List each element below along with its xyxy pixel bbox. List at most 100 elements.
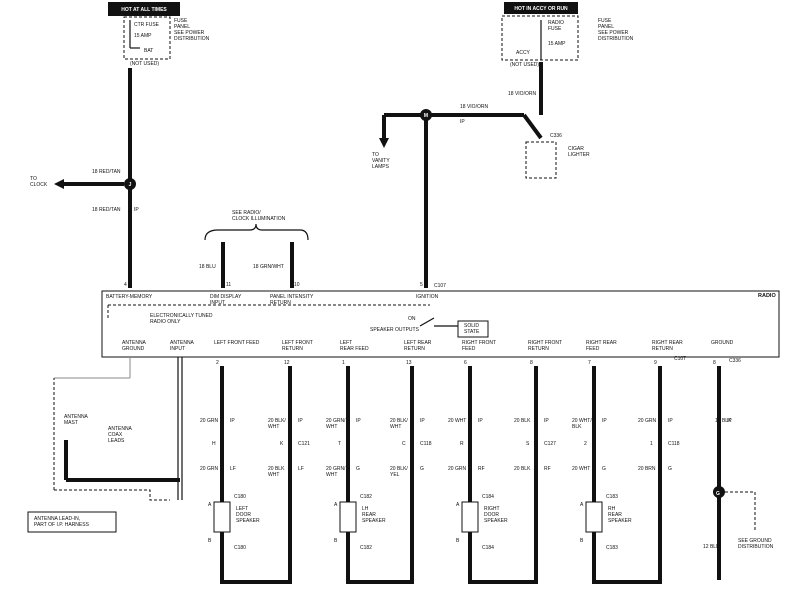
- speaker-b-3: B: [580, 538, 584, 544]
- hot-at-all-times-header: [108, 2, 180, 16]
- speaker-conn2-2: C184: [482, 545, 494, 551]
- output-conn-7: C127: [544, 441, 556, 447]
- ground-c336: C336: [729, 358, 741, 364]
- output-pin-5: 13: [406, 360, 412, 366]
- battery-memory-label: BATTERY-MEMORY: [106, 294, 153, 300]
- output-w2-7: 20 BLK: [514, 466, 531, 472]
- output-conn-3: C121: [298, 441, 310, 447]
- wire-vio-orn-a: 18 VIO/ORN: [460, 104, 488, 110]
- speaker-conn-1: C182: [360, 494, 372, 500]
- c336-label: C336: [550, 133, 562, 139]
- c107-label-top: C107: [434, 283, 446, 289]
- on-label: ON: [408, 316, 416, 322]
- pin-11: 11: [226, 282, 231, 288]
- output-w1-4: 20 GRN/WHT: [326, 418, 346, 430]
- output-lf-9: G: [668, 466, 672, 472]
- output-pin-10: 8: [713, 360, 716, 366]
- output-pin-4: 1: [342, 360, 345, 366]
- output-lf-5: G: [420, 466, 424, 472]
- output-w2-4: 20 GRN/WHT: [326, 466, 346, 478]
- speaker-b-2: B: [456, 538, 460, 544]
- output-w1-7: 20 BLK: [514, 418, 531, 424]
- output-lf-7: RF: [544, 466, 551, 472]
- splice-m-label: M: [424, 113, 428, 119]
- output-conn-5: C118: [420, 441, 432, 447]
- output-ip-4: IP: [356, 418, 361, 424]
- speaker-a-3: A: [580, 502, 584, 508]
- speaker-loop-1: [346, 560, 414, 584]
- speaker-b-0: B: [208, 538, 212, 544]
- to-clock-arrow: [54, 179, 64, 189]
- hot-in-accy-header: [504, 2, 578, 14]
- output-c-6: R: [460, 441, 464, 447]
- output-w1-9: 20 GRN: [638, 418, 656, 424]
- output-lf-2: LF: [230, 466, 236, 472]
- output-conn-9: C118: [668, 441, 680, 447]
- fuse-panel-right: [501, 15, 579, 61]
- output-ip-3: IP: [298, 418, 303, 424]
- speaker-a-2: A: [456, 502, 460, 508]
- output-c-2: H: [212, 441, 216, 447]
- output-pin-7: 8: [530, 360, 533, 366]
- speaker-a-1: A: [334, 502, 338, 508]
- output-c-4: T: [338, 441, 341, 447]
- output-w2-6: 20 GRN: [448, 466, 466, 472]
- ant-dashed: [53, 378, 170, 501]
- wire-red-tan-b: 18 RED/TAN: [92, 207, 121, 213]
- output-w1-6: 20 WHT: [448, 418, 466, 424]
- output-ip-8: IP: [602, 418, 607, 424]
- output-c-5: C: [402, 441, 406, 447]
- speaker-conn-3: C183: [606, 494, 618, 500]
- speaker-conn2-0: C180: [234, 545, 246, 551]
- output-c-8: 2: [584, 441, 587, 447]
- output-w2-2: 20 GRN: [200, 466, 218, 472]
- output-w2-5: 20 BLK/YEL: [390, 466, 408, 478]
- speaker-2: [461, 501, 479, 533]
- output-ip-9: IP: [668, 418, 673, 424]
- speaker-conn2-1: C182: [360, 545, 372, 551]
- speaker-loop-3: [592, 560, 662, 584]
- ground-wire-label-b: 12 BLK: [703, 544, 720, 550]
- output-label-2: LEFT FRONT FEED: [214, 340, 260, 346]
- fuse-panel-left: [123, 16, 171, 60]
- output-pin-3: 12: [284, 360, 290, 366]
- wire-vio-orn-b: 18 VIO/ORN: [508, 91, 536, 97]
- antenna-lead-in-box: [27, 511, 117, 533]
- ctr-fuse-label: CTR FUSE: [134, 22, 160, 28]
- output-c-7: S: [526, 441, 530, 447]
- speaker-a-0: A: [208, 502, 212, 508]
- splice-g-label: G: [716, 491, 720, 497]
- antenna-lead-in-label: ANTENNA LEAD-IN,PART OF I.P. HARNESS: [34, 516, 90, 528]
- wire-blu: 18 BLU: [199, 264, 216, 270]
- ip-b: IP: [134, 207, 139, 213]
- splice-g: [713, 486, 725, 498]
- pin-4: 4: [124, 282, 127, 288]
- output-lf-4: G: [356, 466, 360, 472]
- speaker-conn-0: C180: [234, 494, 246, 500]
- ground-wire-label-a: 18 BLK: [715, 418, 732, 424]
- radio-title: RADIO: [758, 293, 776, 299]
- output-pin-8: 7: [588, 360, 591, 366]
- cigar-lighter-box: [525, 141, 557, 179]
- not-used-right: (NOT USED): [510, 62, 539, 68]
- ground-ip: IP: [727, 418, 732, 424]
- solid-state-box: [457, 320, 489, 338]
- output-ip-6: IP: [478, 418, 483, 424]
- fuse-amp-right: 15 AMP: [548, 41, 566, 47]
- pin-5: 5: [420, 282, 423, 288]
